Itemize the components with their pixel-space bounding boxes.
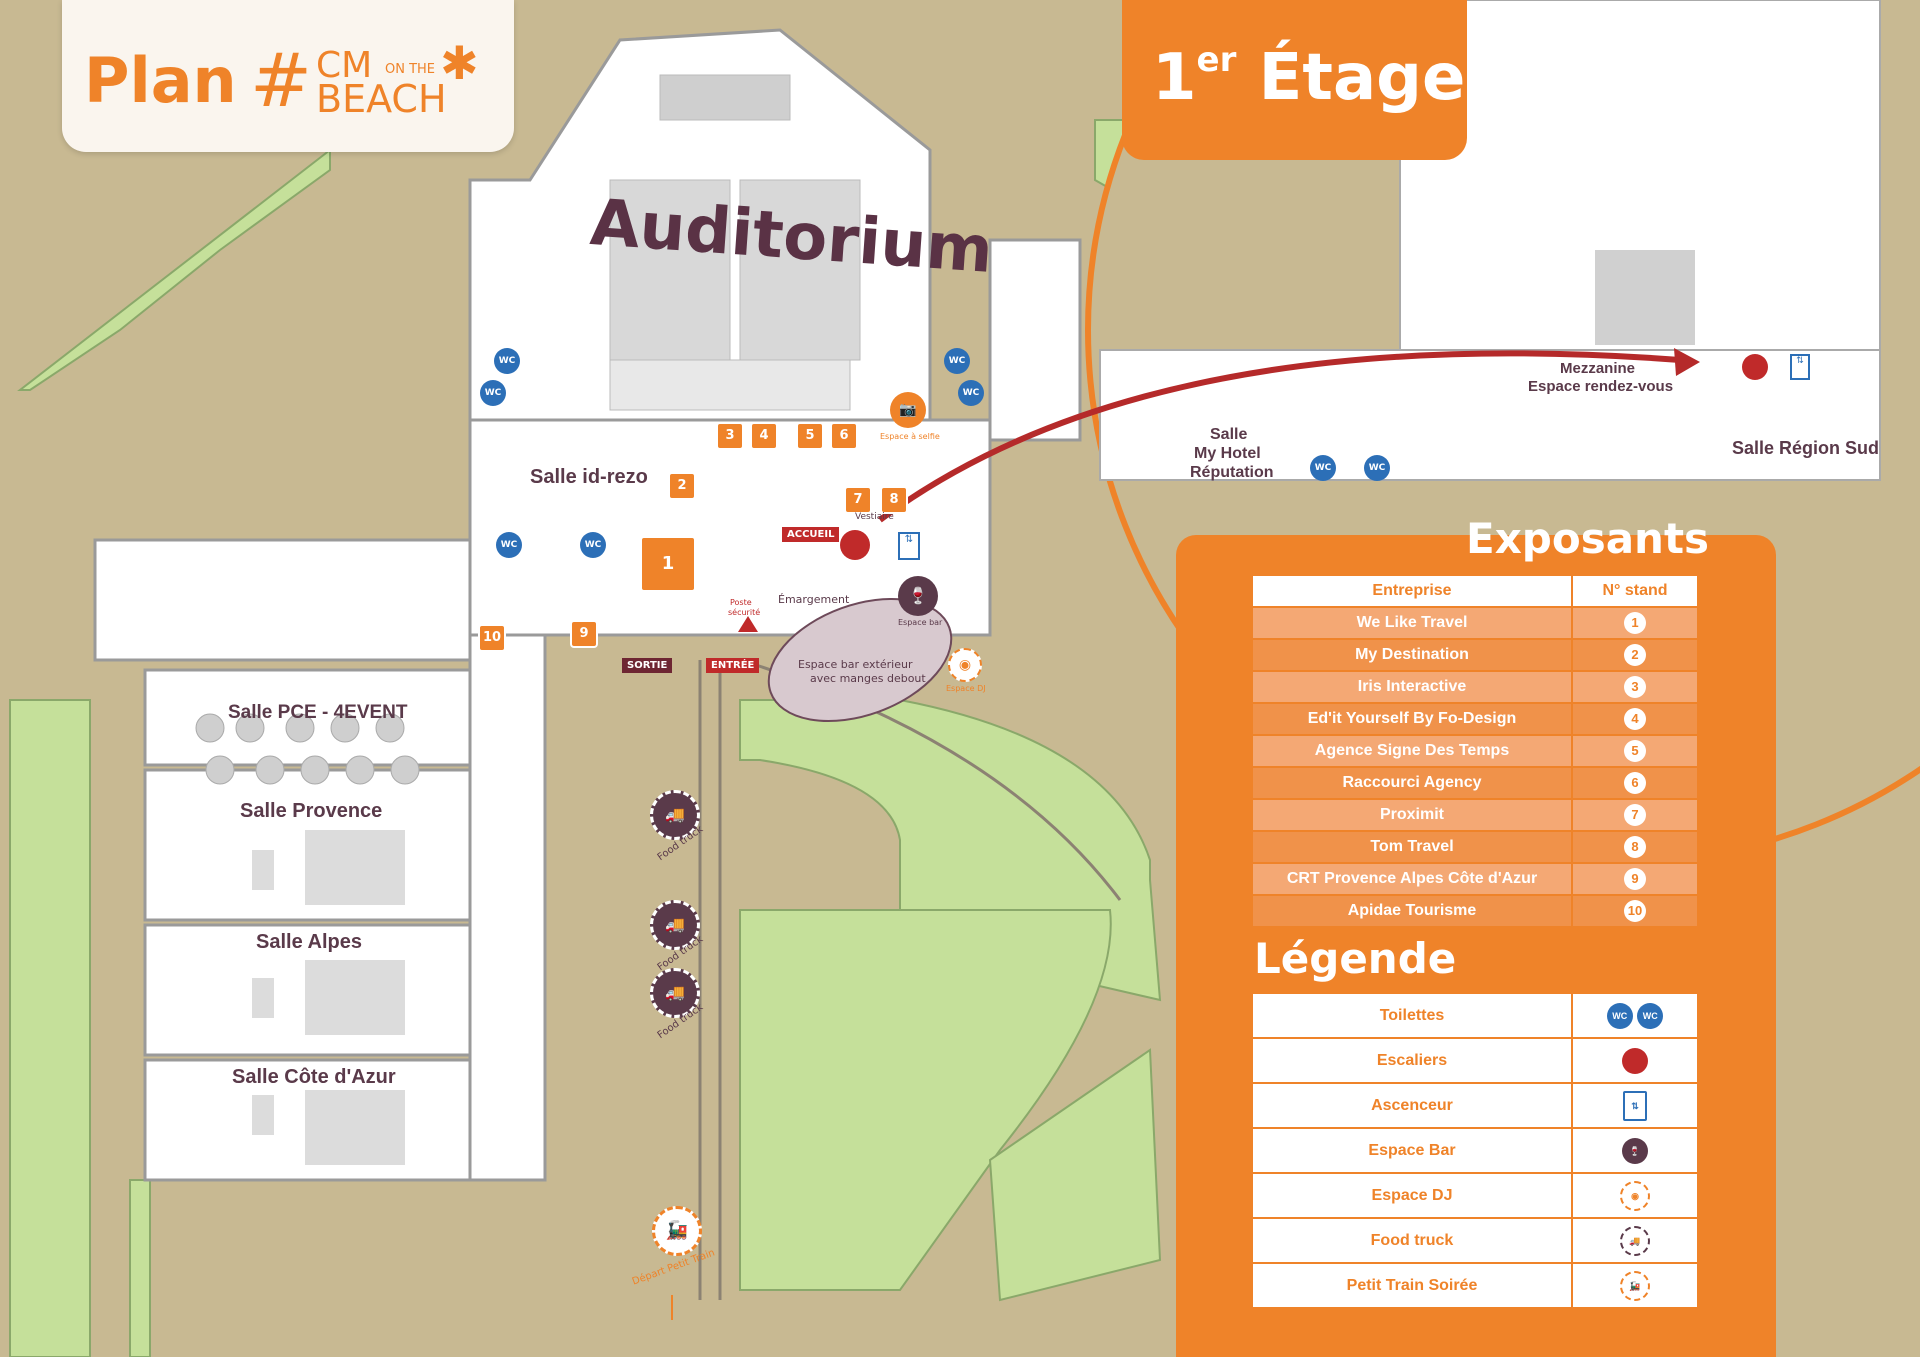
wc-icon: WC	[496, 532, 522, 558]
room-provence: Salle Provence	[240, 800, 383, 822]
col-stand: N° stand	[1571, 576, 1697, 608]
room-my-hotel: My Hotel	[1194, 445, 1261, 462]
title-plan: Plan	[84, 44, 237, 117]
room-region-sud: Salle Région Sud	[1732, 438, 1880, 458]
entree-tag: ENTRÉE	[706, 658, 760, 673]
selfie-label: Espace à selfie	[880, 432, 940, 441]
pce-tables	[195, 713, 420, 785]
train-icon: 🚂	[1620, 1270, 1650, 1301]
room-reputation: Réputation	[1190, 464, 1274, 481]
dj-icon: ◉	[948, 648, 982, 682]
emargement-label: Émargement	[778, 593, 850, 606]
room-seating	[252, 830, 405, 1165]
bar-icon: 🍷	[898, 576, 938, 616]
title-cm: CM	[316, 45, 373, 86]
espace-ext-line1: Espace bar extérieur	[798, 658, 913, 671]
title-on-the: ON THE	[385, 62, 436, 77]
wc-icon: WC	[1606, 1002, 1633, 1029]
title-card	[62, 0, 514, 152]
wc-icon: WC	[1310, 455, 1336, 481]
espace-ext-line2: avec manges debout	[810, 672, 926, 685]
stairs-icon	[1622, 1047, 1648, 1074]
arrow-head	[1674, 348, 1700, 376]
exposants-title: Exposants	[1466, 514, 1710, 563]
legend-row: Espace DJ◉	[1253, 1173, 1697, 1219]
stand-badge-4: 4	[750, 422, 778, 450]
title-hash: #	[250, 38, 313, 124]
legend-row: Petit Train Soirée🚂	[1253, 1263, 1697, 1309]
food-truck-icon: 🚚	[650, 790, 700, 840]
room-cote-azur: Salle Côte d'Azur	[232, 1066, 396, 1088]
stand-badge-6: 6	[830, 422, 858, 450]
legend-row: Ascenceur⇅	[1253, 1083, 1697, 1129]
stand-badge-7: 7	[844, 486, 872, 514]
outdoor-bar-area	[767, 597, 953, 723]
stand-badge-1: 1	[640, 536, 696, 592]
exposants-header: Entreprise N° stand	[1253, 576, 1697, 608]
espace-bar-label: Espace bar	[898, 618, 943, 627]
wc-icon: WC	[494, 348, 520, 374]
train-icon: 🚂	[652, 1206, 702, 1256]
selfie-icon: 📷	[890, 392, 926, 428]
wc-icon: WC	[944, 348, 970, 374]
sortie-tag: SORTIE	[622, 658, 673, 673]
elevator-icon: ⇅	[1623, 1090, 1647, 1121]
security-marker	[738, 616, 758, 632]
espace-dj-label: Espace DJ	[946, 684, 986, 693]
food-truck-icon: 🚚	[1620, 1225, 1650, 1256]
bar-icon: 🍷	[1622, 1137, 1648, 1164]
first-floor-arrow	[878, 350, 1681, 523]
palm-tree-icon: ✱	[440, 36, 479, 90]
wc-icon: WC	[1364, 455, 1390, 481]
legend-row: Escaliers	[1253, 1038, 1697, 1084]
stand-badge-8: 8	[880, 486, 908, 514]
stand-badge-5: 5	[796, 422, 824, 450]
stand-badge-3: 3	[716, 422, 744, 450]
stairs-icon-floor1	[1742, 354, 1768, 380]
stand-badge-2: 2	[668, 472, 696, 500]
wc-icon: WC	[580, 532, 606, 558]
room-id-rezo: Salle id-rezo	[530, 466, 648, 488]
title-beach: BEACH	[316, 77, 447, 121]
dj-icon: ◉	[1620, 1180, 1650, 1211]
wc-icon: WC	[480, 380, 506, 406]
accueil-tag: ACCUEIL	[782, 527, 840, 542]
elevator-icon: ⇅	[898, 532, 920, 560]
room-alpes: Salle Alpes	[256, 931, 362, 953]
stand-badge-10: 10	[478, 624, 506, 652]
securite-label: sécurité	[728, 608, 761, 617]
legend-row: Espace Bar🍷	[1253, 1128, 1697, 1174]
col-company: Entreprise	[1253, 576, 1572, 608]
wc-icon: WC	[1637, 1002, 1664, 1029]
floor-tag: 1er Étage	[1122, 0, 1467, 160]
poste-label: Poste	[730, 598, 752, 607]
stairs-icon	[840, 530, 870, 560]
food-truck-icon: 🚚	[650, 968, 700, 1018]
food-truck-icon: 🚚	[650, 900, 700, 950]
stand-badge-9: 9	[570, 620, 598, 648]
legend-row: Food truck🚚	[1253, 1218, 1697, 1264]
wc-icon: WC	[958, 380, 984, 406]
room-salle: Salle	[1210, 426, 1248, 443]
elevator-icon-floor1: ⇅	[1790, 354, 1810, 380]
legende-title: Légende	[1254, 934, 1457, 983]
auditorium-seating	[609, 74, 861, 411]
room-pce: Salle PCE - 4EVENT	[228, 702, 408, 723]
room-espace-rdv: Espace rendez-vous	[1528, 378, 1674, 395]
room-mezzanine: Mezzanine	[1560, 360, 1636, 377]
vestiaire-label: Vestiaire	[855, 512, 894, 522]
